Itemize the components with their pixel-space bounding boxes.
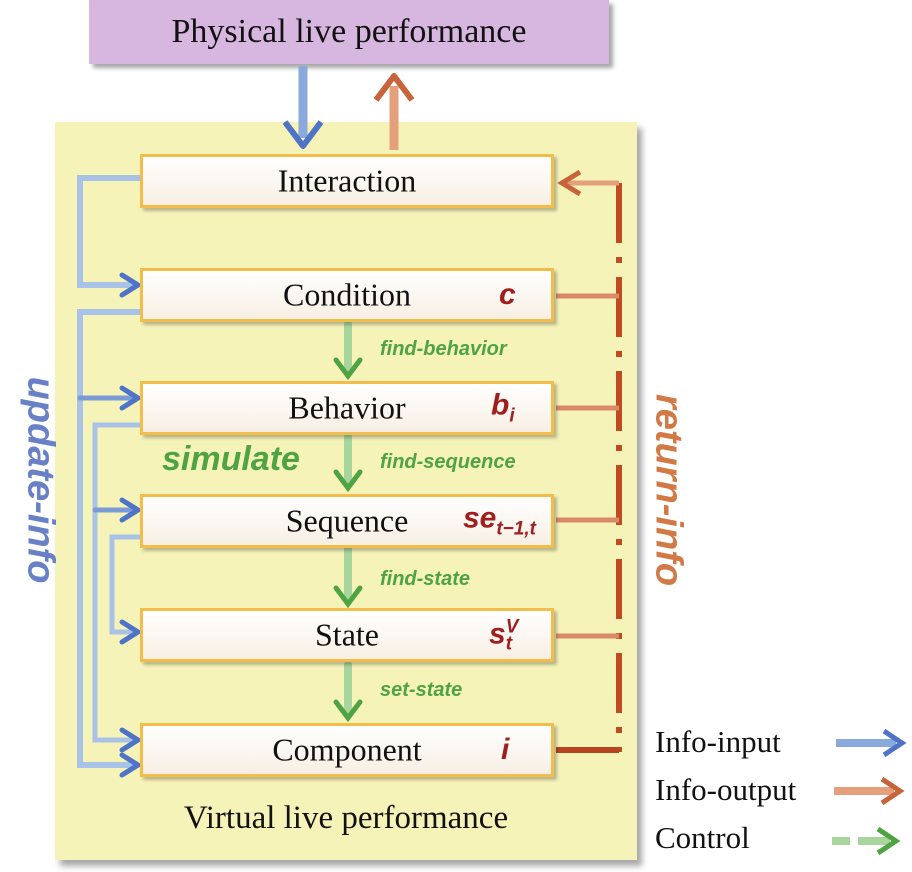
node-component: Component i xyxy=(140,723,554,777)
physical-performance-box: Physical live performance xyxy=(89,0,609,64)
node-behavior-symbol: bi xyxy=(491,388,515,427)
set-state-label: set-state xyxy=(380,679,463,701)
control-arrows xyxy=(333,320,363,723)
legend-control-arrow xyxy=(832,826,901,856)
return-info-label: return-info xyxy=(647,393,690,587)
find-sequence-label: find-sequence xyxy=(380,451,516,473)
node-condition-symbol: c xyxy=(499,278,516,311)
node-component-label: Component xyxy=(272,731,422,768)
find-behavior-label: find-behavior xyxy=(380,338,507,360)
node-interaction-label: Interaction xyxy=(277,162,417,199)
return-info-lines xyxy=(556,169,622,753)
output-arrow-top xyxy=(373,73,415,150)
node-behavior-label: Behavior xyxy=(288,389,406,426)
legend-input-arrow xyxy=(836,728,907,758)
find-state-label: find-state xyxy=(380,568,470,590)
node-sequence: Sequence set−1,t xyxy=(140,494,554,548)
node-interaction: Interaction xyxy=(140,154,554,208)
node-behavior: Behavior bi xyxy=(140,381,554,435)
legend-output-arrow xyxy=(834,776,905,806)
node-state-label: State xyxy=(315,616,379,653)
node-condition: Condition c xyxy=(140,268,554,322)
node-sequence-label: Sequence xyxy=(285,502,409,539)
node-sequence-symbol: set−1,t xyxy=(463,501,536,540)
legend-info-input: Info-input xyxy=(655,724,781,759)
simulate-label: simulate xyxy=(162,440,300,478)
update-info-label: update-info xyxy=(19,376,62,584)
legend-info-output: Info-output xyxy=(655,772,797,807)
node-condition-label: Condition xyxy=(282,276,411,313)
legend-control: Control xyxy=(655,820,750,855)
physical-performance-label: Physical live performance xyxy=(171,13,527,50)
node-component-symbol: i xyxy=(501,733,510,766)
update-loop-lines xyxy=(77,175,145,778)
virtual-performance-caption: Virtual live performance xyxy=(183,800,509,836)
input-arrow-top xyxy=(282,66,324,149)
